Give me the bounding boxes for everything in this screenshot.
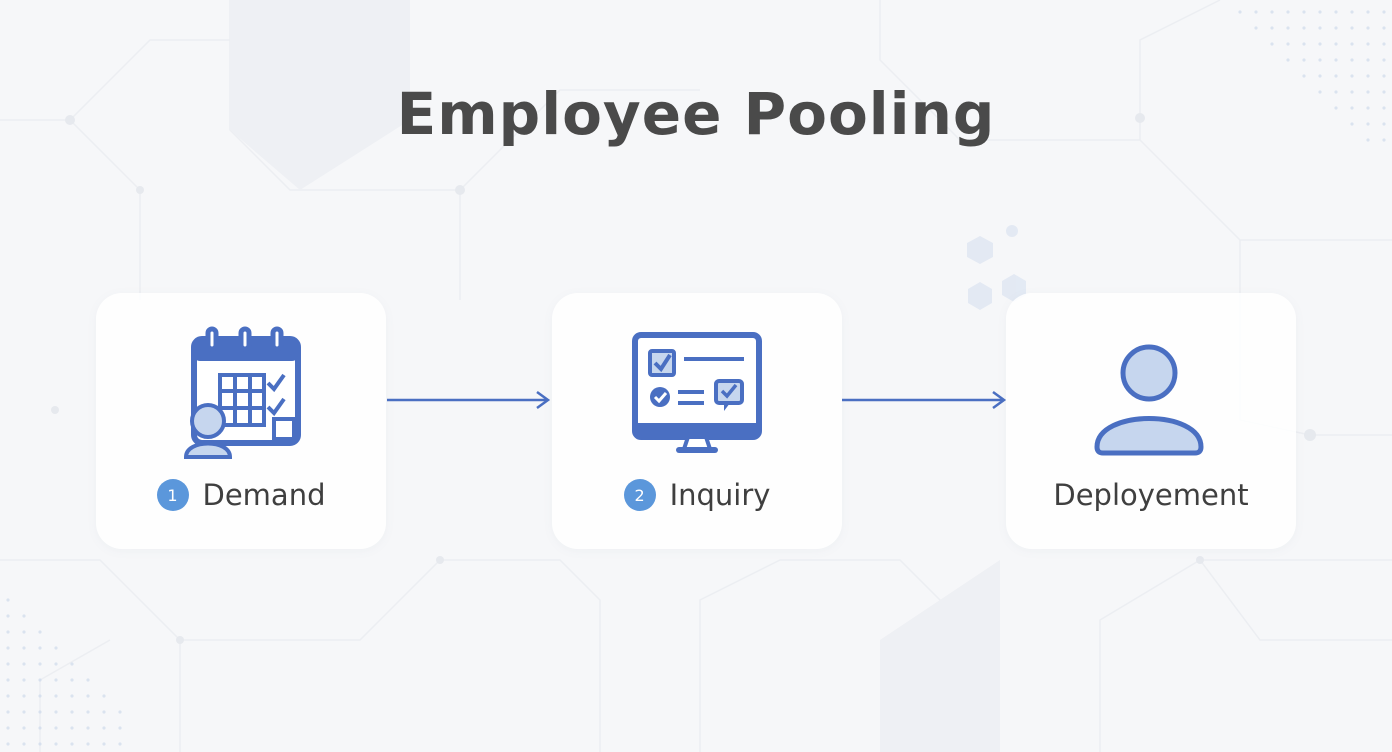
step-label-demand: 1 Demand [96, 473, 386, 517]
arrow-right-icon [387, 390, 551, 410]
diagram-title: Employee Pooling [396, 80, 996, 148]
person-icon [1094, 344, 1204, 456]
step-label-deployement: Deployement [1006, 473, 1296, 517]
monitor-checklist-icon [632, 332, 762, 453]
arrow-right-icon [842, 390, 1007, 410]
step-label-inquiry: 2 Inquiry [552, 473, 842, 517]
step-card-demand: 1 Demand [96, 293, 386, 549]
step-number-badge: 1 [156, 479, 189, 511]
step-number-badge: 2 [623, 479, 656, 511]
step-card-inquiry: 2 Inquiry [552, 293, 842, 549]
step-title: Inquiry [669, 478, 771, 512]
step-card-deployement: Deployement [1006, 293, 1296, 549]
step-title: Deployement [1053, 478, 1249, 512]
step-title: Demand [202, 478, 326, 512]
calendar-person-icon [183, 326, 301, 459]
